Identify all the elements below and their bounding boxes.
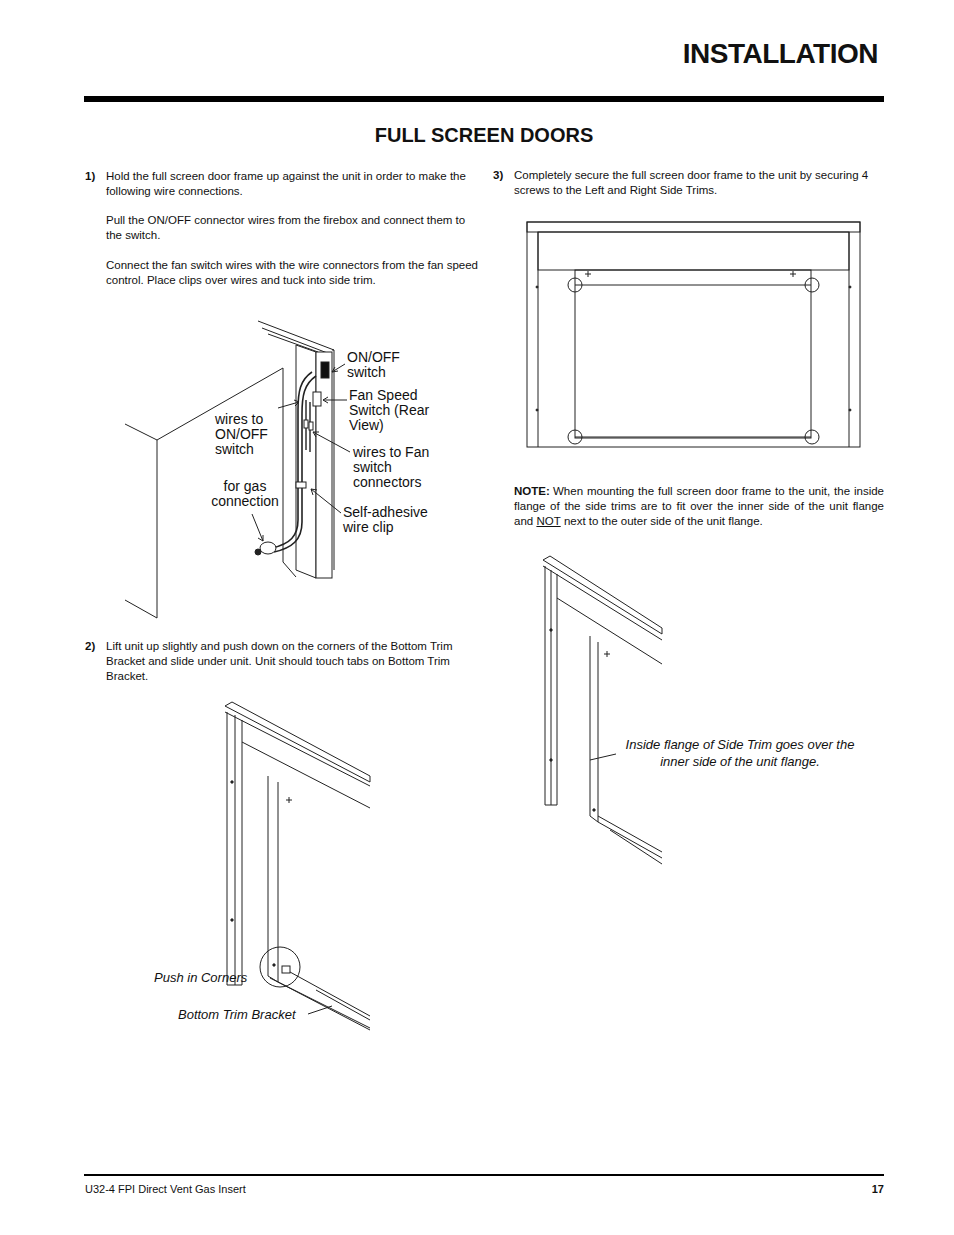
footer-text: U32-4 FPI Direct Vent Gas Insert bbox=[85, 1182, 385, 1196]
step-text: Pull the ON/OFF connector wires from the… bbox=[106, 213, 478, 243]
step-text: Hold the full screen door frame up again… bbox=[106, 169, 478, 199]
step-text: Connect the fan switch wires with the wi… bbox=[106, 258, 478, 288]
callout-label: for gas connection bbox=[203, 479, 287, 509]
header-rule bbox=[84, 96, 884, 102]
step-number: 3) bbox=[493, 168, 513, 183]
side-trim-figure bbox=[543, 556, 662, 864]
step-text: Lift unit up slightly and push down on t… bbox=[106, 639, 478, 684]
step-number: 1) bbox=[85, 169, 105, 184]
callout-label: wires to ON/OFF switch bbox=[215, 412, 277, 457]
step-number: 2) bbox=[85, 639, 105, 654]
callout-label: wires to Fan switch connectors bbox=[353, 445, 441, 490]
page-number: 17 bbox=[840, 1182, 884, 1196]
callout-label: Self-adhesive wire clip bbox=[343, 505, 441, 535]
note-emphasis: NOT bbox=[536, 515, 560, 527]
section-title: FULL SCREEN DOORS bbox=[334, 122, 634, 148]
note-paragraph: NOTE:When mounting the full screen door … bbox=[514, 484, 884, 529]
callout-label: Inside flange of Side Trim goes over the… bbox=[618, 736, 862, 770]
note-label: NOTE: bbox=[514, 485, 550, 497]
page-heading: INSTALLATION bbox=[560, 36, 878, 72]
step-text: Completely secure the full screen door f… bbox=[514, 168, 886, 198]
wiring-figure bbox=[125, 321, 350, 618]
callout-label: Push in Corners bbox=[154, 969, 274, 986]
note-text: next to the outer side of the unit flang… bbox=[564, 515, 763, 527]
callout-label: Fan Speed Switch (Rear View) bbox=[349, 388, 437, 433]
callout-label: ON/OFF switch bbox=[347, 350, 409, 380]
footer-rule bbox=[84, 1174, 884, 1176]
callout-label: Bottom Trim Bracket bbox=[178, 1006, 308, 1023]
front-view-figure bbox=[527, 222, 860, 447]
